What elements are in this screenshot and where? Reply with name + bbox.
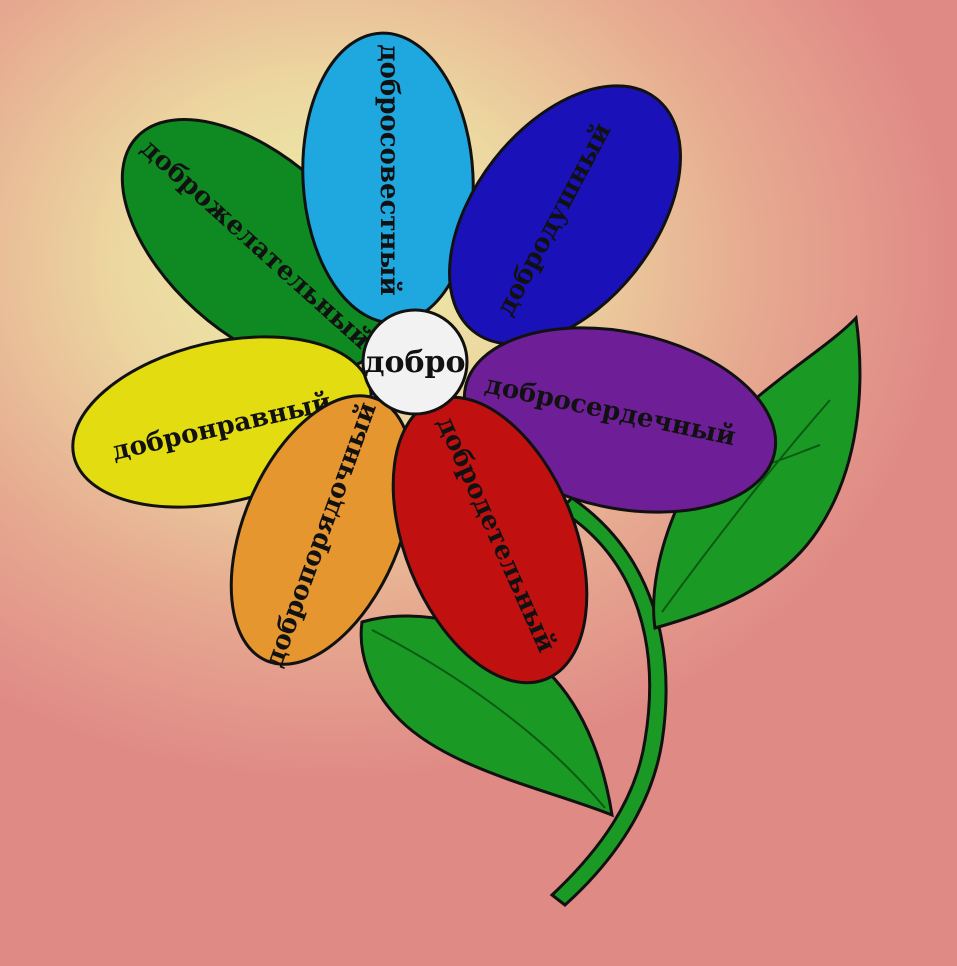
center-circle bbox=[361, 308, 469, 416]
petal-dobrodetelny: добродетельный bbox=[391, 395, 589, 685]
petal-dobrodushny: добродушный bbox=[448, 84, 682, 346]
flower-center: добро bbox=[361, 308, 469, 416]
petal-dobrosovestny: добросовестный bbox=[301, 31, 475, 325]
left-leaf bbox=[359, 614, 614, 818]
right-leaf-vein bbox=[661, 399, 831, 613]
petal-label-dobrosovestny: добросовестный bbox=[374, 44, 404, 296]
left-leaf-vein bbox=[371, 629, 606, 809]
center-label: добро bbox=[364, 345, 465, 380]
